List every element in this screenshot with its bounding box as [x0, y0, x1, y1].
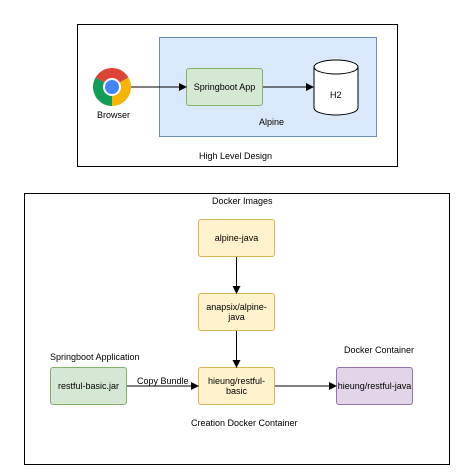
- image-anapsix-alpine-java-box: anapsix/alpine-java: [198, 293, 275, 331]
- browser-label: Browser: [97, 110, 131, 120]
- springboot-application-label: Springboot Application: [50, 352, 140, 362]
- restful-basic-jar-box: restful-basic.jar: [50, 367, 127, 405]
- chrome-browser-icon: [93, 68, 131, 106]
- docker-images-header: Docker Images: [212, 196, 273, 206]
- high-level-design-frame: [77, 24, 398, 167]
- image-restful-basic-box: hieung/restful-basic: [198, 367, 275, 405]
- image-alpine-java-box: alpine-java: [198, 219, 275, 257]
- container-restful-java-box: hieung/restful-java: [336, 367, 413, 405]
- high-level-design-caption: High Level Design: [199, 151, 273, 161]
- copy-bundle-label: Copy Bundle: [137, 376, 189, 386]
- alpine-label: Alpine: [259, 117, 285, 127]
- docker-container-label: Docker Container: [344, 345, 415, 355]
- cylinder-database-icon: [313, 59, 359, 116]
- springboot-app-box: Springboot App: [186, 68, 263, 106]
- docker-frame: [24, 193, 450, 465]
- h2-label: H2: [330, 90, 342, 100]
- creation-docker-container-label: Creation Docker Container: [191, 418, 298, 428]
